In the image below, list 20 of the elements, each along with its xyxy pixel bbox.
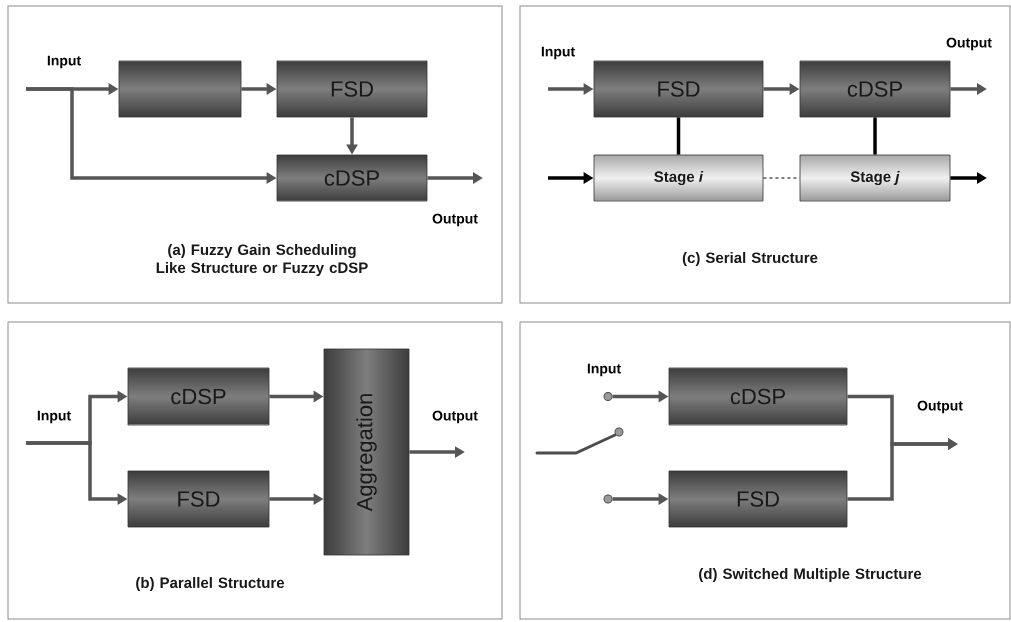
io-label: Input xyxy=(37,410,71,424)
process-box: FSD xyxy=(668,470,848,528)
connector-line xyxy=(762,177,801,179)
io-label: Output xyxy=(946,37,992,51)
connector-line xyxy=(676,117,681,155)
process-box: FSD xyxy=(276,60,428,118)
stage-box: Stage i xyxy=(593,154,764,202)
process-box: FSD xyxy=(127,470,270,528)
stage-box: Stage j xyxy=(799,154,951,202)
process-box xyxy=(118,60,242,118)
io-label: Output xyxy=(432,213,478,227)
aggregation-box: Aggregation xyxy=(323,348,410,556)
process-box: FSD xyxy=(593,60,764,118)
io-label: Output xyxy=(917,400,963,414)
process-box: cDSP xyxy=(276,154,428,202)
process-box: cDSP xyxy=(668,367,848,426)
process-box: cDSP xyxy=(799,60,951,118)
connector-line xyxy=(873,117,877,155)
process-box: cDSP xyxy=(127,367,270,426)
io-label: Output xyxy=(432,410,478,424)
